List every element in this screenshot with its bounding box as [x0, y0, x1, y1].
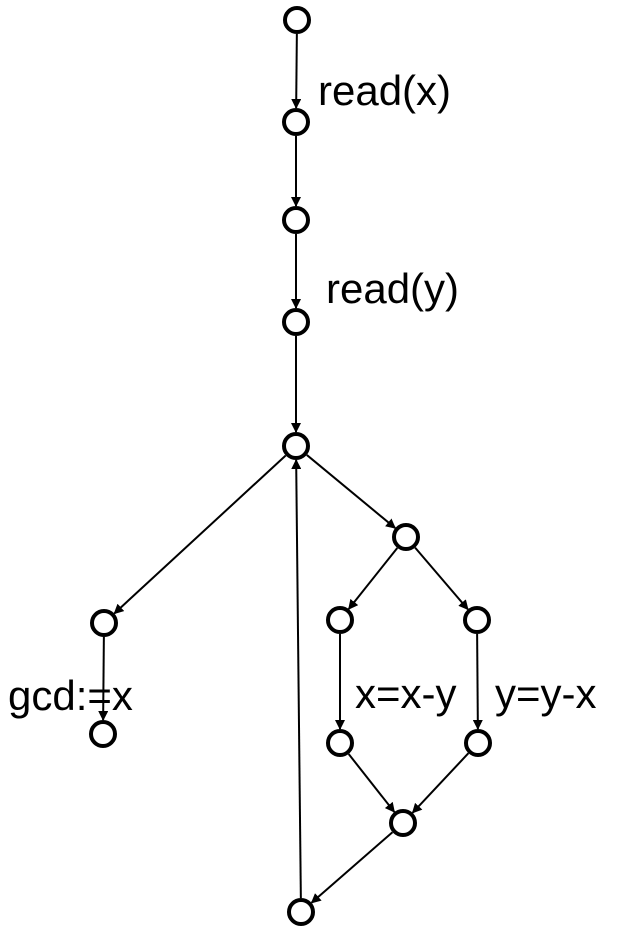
node-n2 — [282, 108, 310, 136]
node-n6 — [392, 523, 420, 551]
node-n9 — [463, 606, 491, 634]
edge-n9-n12 — [472, 633, 483, 731]
edge-label-read-x: read(x) — [318, 67, 452, 114]
node-n4 — [282, 308, 310, 336]
node-n1 — [283, 6, 311, 34]
edge-n14-n5 — [291, 458, 302, 899]
node-n14 — [287, 898, 315, 926]
edge-n13-n14 — [310, 831, 394, 904]
node-n7 — [90, 609, 118, 637]
edge-n6-n8 — [347, 547, 399, 610]
node-n11 — [326, 729, 354, 757]
edge-label-x-minus-y: x=x-y — [355, 670, 457, 717]
edge-n1-n2 — [291, 33, 302, 110]
node-n8 — [326, 606, 354, 634]
node-n10 — [89, 720, 117, 748]
edge-n5-n7 — [113, 454, 287, 615]
edge-n11-n13 — [347, 753, 396, 813]
edge-n5-n6 — [306, 454, 396, 529]
edge-n6-n9 — [414, 546, 469, 611]
edge-label-read-y: read(y) — [326, 265, 460, 312]
node-n12 — [464, 729, 492, 757]
node-n3 — [282, 206, 310, 234]
node-n5 — [282, 432, 310, 460]
edge-n12-n13 — [411, 752, 470, 814]
edge-label-gcd: gcd:=x — [8, 672, 133, 719]
edge-label-y-minus-x: y=y-x — [495, 670, 597, 717]
edge-n7-n10 — [98, 636, 109, 722]
node-n13 — [389, 809, 417, 837]
